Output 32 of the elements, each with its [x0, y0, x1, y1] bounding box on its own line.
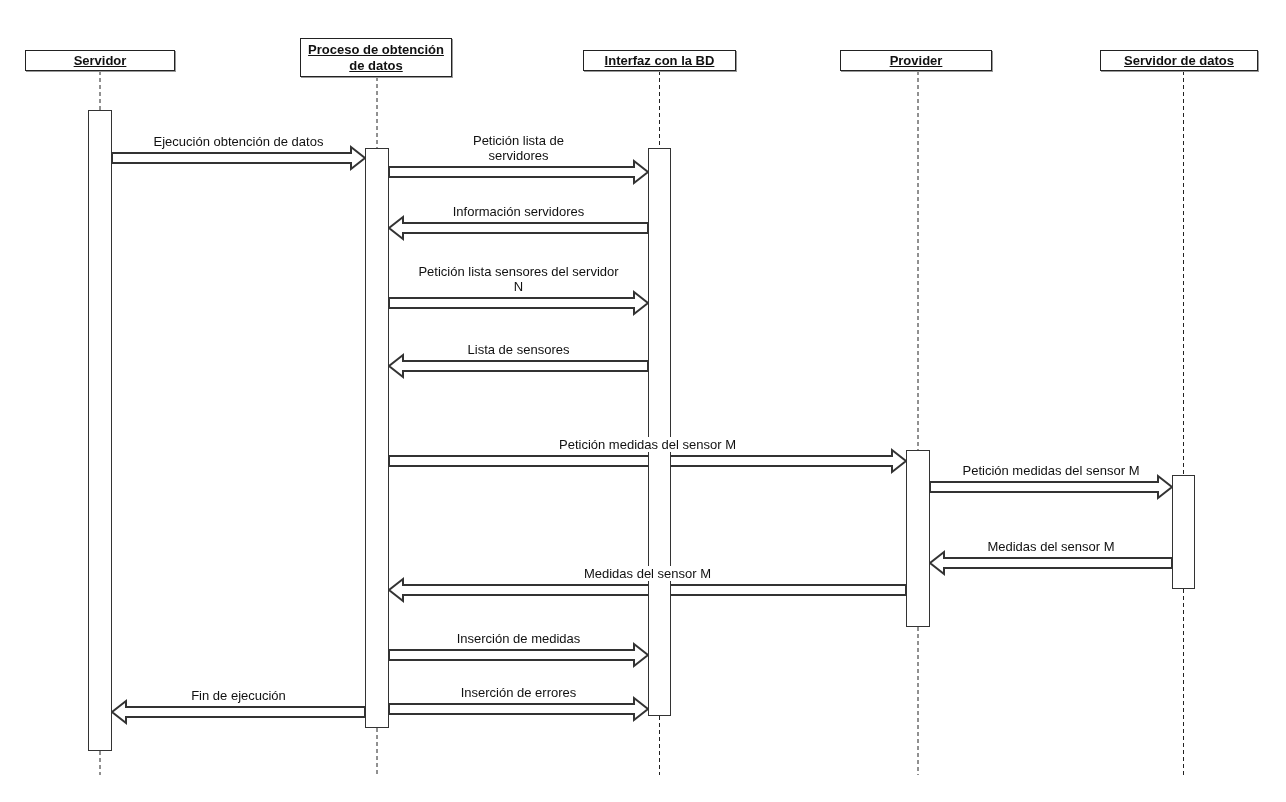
activation-bar [906, 450, 930, 627]
edge-label: Fin de ejecución [191, 688, 286, 704]
lifeline [1183, 70, 1184, 476]
message-arrow [388, 158, 650, 186]
lifeline [99, 70, 101, 111]
participant-box [583, 50, 736, 71]
participant-box [840, 50, 992, 71]
participant-name: Interfaz con la BD [604, 52, 715, 69]
activation-bar [365, 148, 389, 728]
message-arrow [111, 144, 367, 172]
message-arrow [388, 447, 908, 475]
participant-name: Servidor [73, 52, 127, 69]
edge-label: Ejecución obtención de datos [153, 134, 324, 150]
edge-label: Petición medidas del sensor M [559, 437, 736, 453]
message-arrow [388, 641, 650, 669]
activation-bar [88, 110, 112, 751]
participant-name: Provider [889, 52, 943, 69]
message-arrow [928, 549, 1173, 577]
message-arrow [387, 352, 649, 380]
message-arrow [110, 698, 366, 726]
participant-name: Servidor de datos [1124, 52, 1234, 69]
message-arrow [388, 695, 650, 723]
participant-box [300, 38, 452, 77]
participant-box [1100, 50, 1258, 71]
activation-bar [1172, 475, 1195, 589]
message-arrow [929, 473, 1174, 501]
message-arrow [388, 289, 650, 317]
edge-label: Medidas del sensor M [583, 566, 712, 582]
message-arrow [387, 576, 907, 604]
message-arrow [387, 214, 649, 242]
participant-name: Proceso de obtención de datos [307, 41, 445, 74]
participant-box [25, 50, 175, 71]
